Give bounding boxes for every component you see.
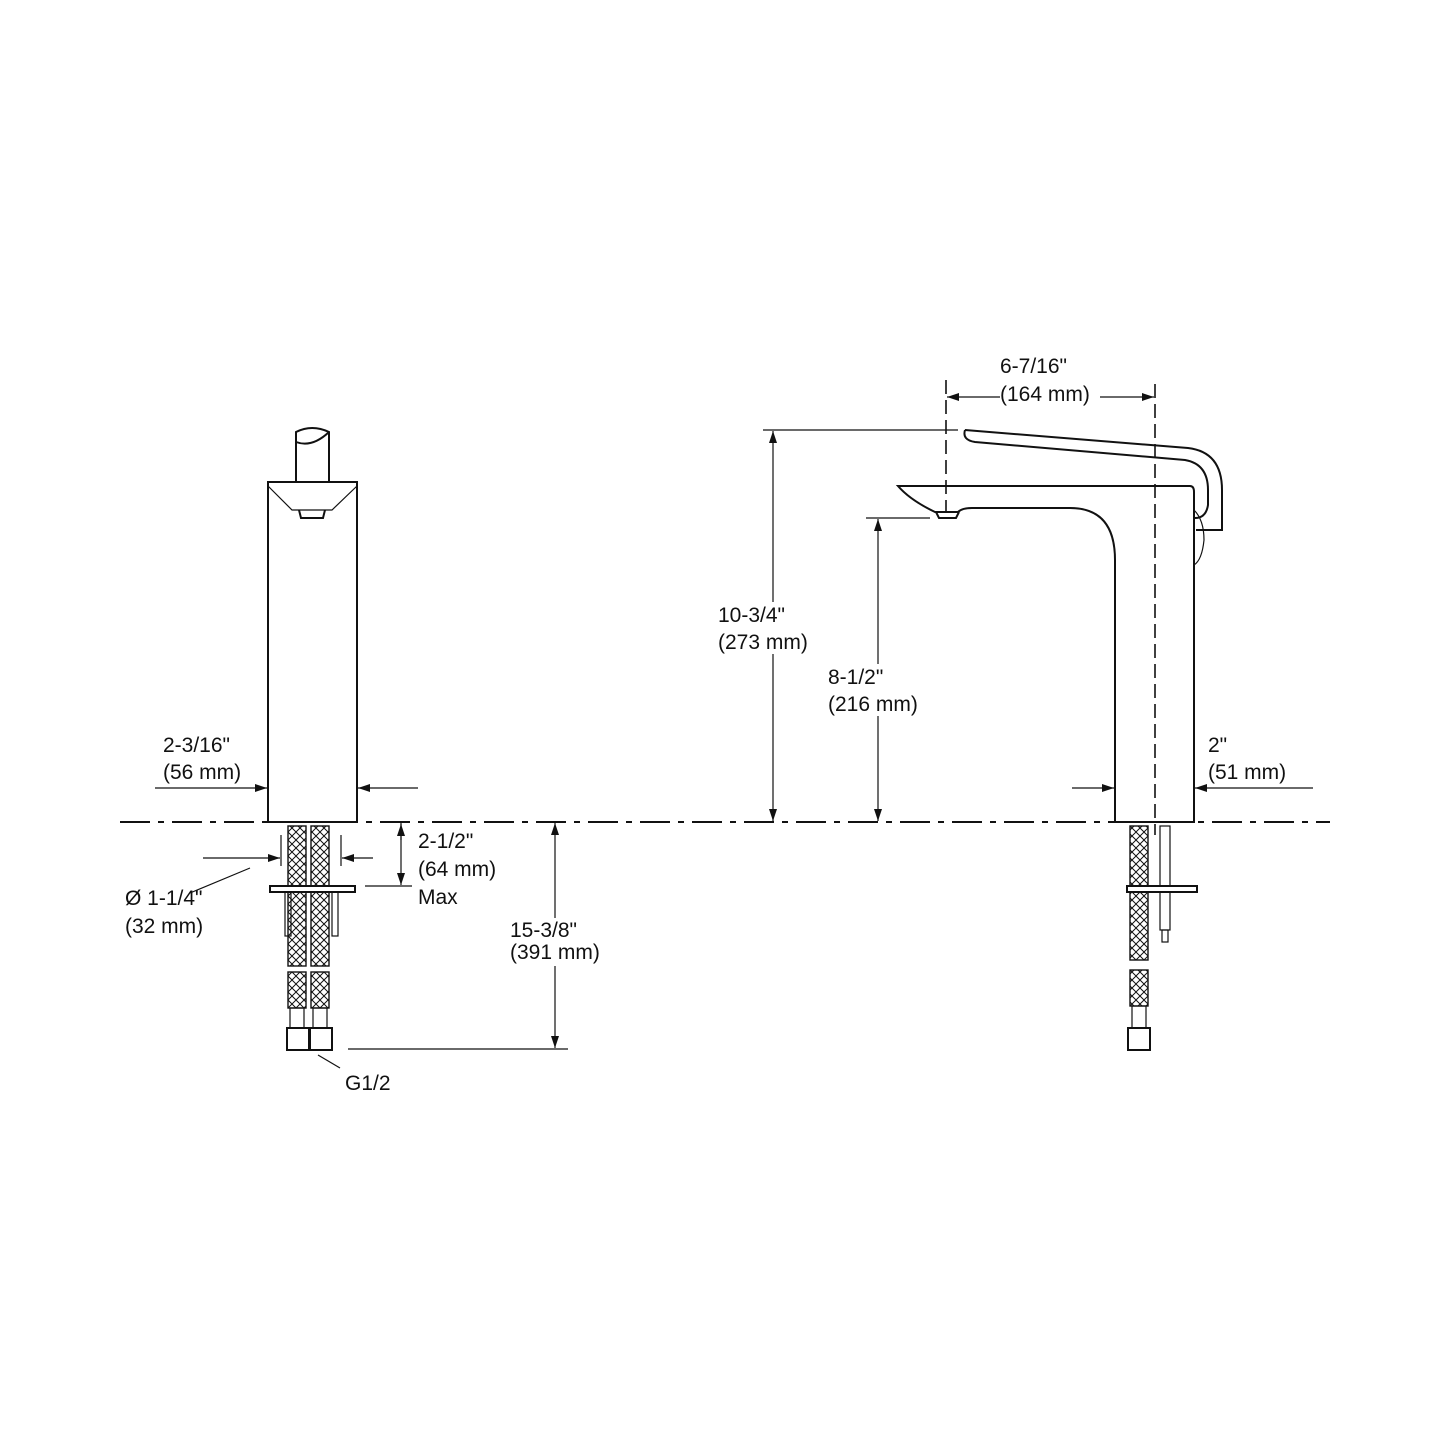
spout-height-in: 8-1/2" xyxy=(828,666,883,689)
mounting-rod xyxy=(1159,825,1171,931)
deck-thickness-note: Max xyxy=(418,886,458,909)
supply-hose xyxy=(287,825,307,967)
front-aerator xyxy=(298,509,326,519)
front-width-mm: (56 mm) xyxy=(163,761,241,784)
hex-nut xyxy=(1127,1027,1151,1051)
diameter-in: Ø 1-1/4" xyxy=(125,887,203,910)
hex-nut xyxy=(286,1027,310,1051)
mounting-washer xyxy=(1126,885,1198,893)
supply-length-in: 15-3/8" xyxy=(510,919,577,942)
mounting-washer xyxy=(269,885,356,893)
connection-label: G1/2 xyxy=(345,1072,391,1095)
supply-length-mm: (391 mm) xyxy=(510,941,600,964)
reach-mm: (164 mm) xyxy=(1000,383,1090,406)
diameter-mm: (32 mm) xyxy=(125,915,203,938)
reach-in: 6-7/16" xyxy=(1000,355,1067,378)
overall-height-mm: (273 mm) xyxy=(718,631,808,654)
deck-thickness-mm: (64 mm) xyxy=(418,858,496,881)
side-width-in: 2" xyxy=(1208,734,1227,757)
overall-height-in: 10-3/4" xyxy=(718,604,785,627)
deck-thickness-in: 2-1/2" xyxy=(418,830,473,853)
side-width-mm: (51 mm) xyxy=(1208,761,1286,784)
side-body xyxy=(895,485,1195,823)
front-width-in: 2-3/16" xyxy=(163,734,230,757)
hex-nut xyxy=(309,1027,333,1051)
front-view-faucet xyxy=(267,427,358,1051)
supply-hose xyxy=(310,825,330,967)
front-body xyxy=(267,481,358,823)
side-aerator xyxy=(935,511,960,519)
side-view-faucet xyxy=(895,429,1223,1051)
spout-height-mm: (216 mm) xyxy=(828,693,918,716)
lever-handle xyxy=(963,429,1209,519)
